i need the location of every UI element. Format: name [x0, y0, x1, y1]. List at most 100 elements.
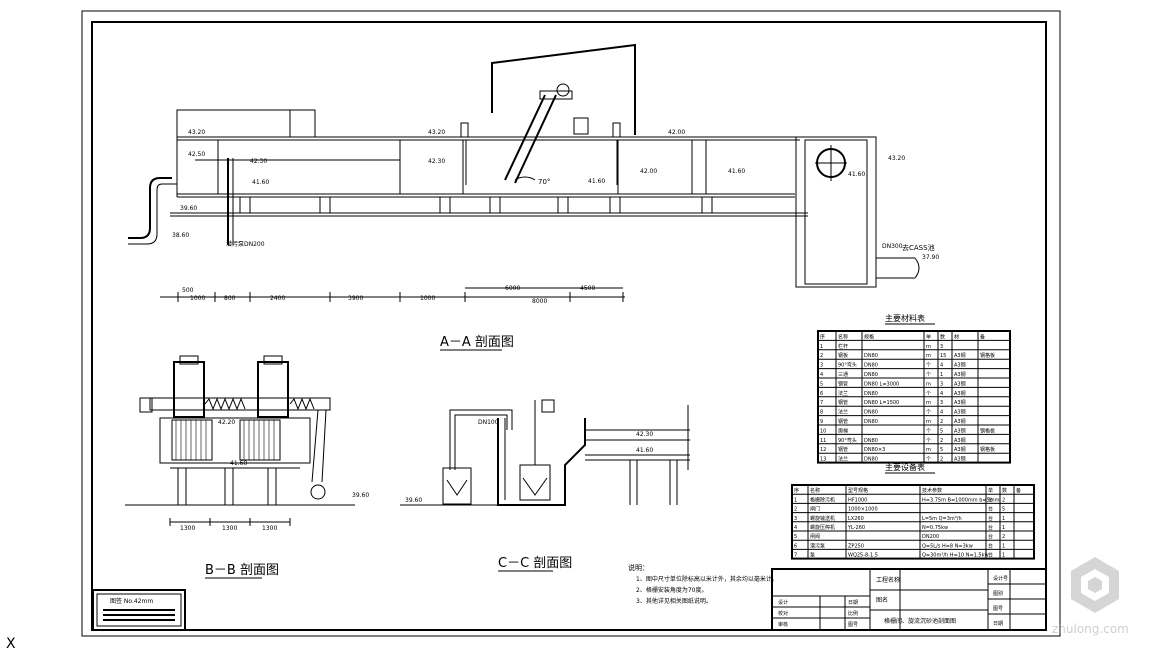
- note-2: 2、格栅安装角度为70度。: [636, 586, 707, 594]
- table-cell: DN80×3: [864, 447, 885, 453]
- table-cell: 12: [820, 447, 826, 453]
- aa-elev-mid-3: 42.00: [640, 168, 657, 175]
- table-cell: 潜污泵: [810, 542, 825, 549]
- table-cell: WQ25-8-1.5: [848, 553, 878, 559]
- aa-elev-water-1: 42.50: [188, 151, 205, 158]
- aa-dim-2: 1000: [190, 295, 205, 302]
- table-cell: DN80: [864, 438, 878, 444]
- aa-title: A－A 剖面图: [440, 335, 514, 350]
- table-cell: 2: [940, 419, 943, 425]
- table-cell: 闸门: [810, 506, 820, 513]
- table-cell: A3钢: [954, 409, 966, 416]
- table-cell: DN80: [864, 391, 878, 397]
- aa-elev-water-2: 42.30: [250, 158, 267, 165]
- table-cell: 钢管: [838, 418, 848, 425]
- table-cell: 闸阀: [810, 533, 820, 540]
- tb-left-3: 审核: [778, 621, 788, 628]
- aa-pipe-note: DN300: [882, 243, 903, 250]
- table-cell: m: [926, 447, 931, 453]
- aa-dim-3: 800: [224, 295, 236, 302]
- notes-title: 说明：: [628, 563, 649, 572]
- table-cell: A3钢: [954, 456, 966, 463]
- table-cell: 6: [820, 391, 823, 397]
- bb-dim-2: 1300: [222, 525, 237, 532]
- note-3: 3、其他详见相关图纸说明。: [636, 597, 712, 605]
- table-cell: A3钢: [954, 362, 966, 369]
- table-cell: 5: [820, 381, 823, 387]
- aa-dim-1: 500: [182, 287, 194, 294]
- table-cell: 法兰: [838, 390, 848, 397]
- table-cell: 个: [926, 438, 931, 444]
- table-cell: 5: [940, 428, 943, 434]
- watermark-text: zhulong.com: [1052, 622, 1129, 636]
- table-cell: 个: [926, 363, 931, 369]
- table-cell: 台: [988, 552, 993, 559]
- table-cell: A3钢: [954, 390, 966, 397]
- cc-elev-2: 41.60: [636, 447, 653, 454]
- table-cell: 台: [988, 496, 993, 503]
- table-cell: A3钢: [954, 380, 966, 387]
- table-header-cell: 序: [820, 333, 825, 340]
- aa-elev-39-60: 39.60: [180, 205, 197, 212]
- table-cell: 2: [940, 438, 943, 444]
- table-cell: DN80: [864, 372, 878, 378]
- aa-dim-8: 4500: [580, 285, 595, 292]
- table-header-cell: 序: [794, 487, 799, 494]
- table-cell: ZP250: [848, 543, 864, 549]
- table-cell: 台: [988, 533, 993, 540]
- table-cell: H=3.75m B=1000mm b=5mm: [922, 497, 1000, 503]
- table-cell: DN80: [864, 410, 878, 416]
- table-cell: 4: [794, 525, 797, 531]
- table-cell: 8: [820, 410, 823, 416]
- table-cell: L=5m Q=3m³/h: [922, 516, 962, 522]
- table-cell: 钢格板: [980, 352, 995, 359]
- table-cell: m: [926, 381, 931, 387]
- aa-elev-right-1: 42.00: [668, 129, 685, 136]
- table-cell: 7: [820, 400, 823, 406]
- aa-elev-out: 37.90: [922, 254, 939, 261]
- tb-right-3: 图号: [993, 606, 1003, 612]
- aa-elev-mid-4: 41.60: [588, 178, 605, 185]
- table-cell: DN80: [864, 363, 878, 369]
- table-cell: 个: [926, 428, 931, 434]
- aa-elev-right-3: 43.20: [888, 155, 905, 162]
- table-cell: 2: [1002, 497, 1005, 503]
- notes: 说明： 1、图中尺寸单位除标高以米计外，其余均以毫米计。 2、格栅安装角度为70…: [628, 563, 778, 605]
- aa-dim-5: 3900: [348, 295, 363, 302]
- table-cell: 钢管: [838, 380, 848, 387]
- aa-elev-right-4: 41.60: [848, 171, 865, 178]
- stamp-box: 图签 No.42mm: [92, 589, 186, 631]
- table-cell: 6: [794, 543, 797, 549]
- table-cell: 钢格板: [980, 446, 995, 453]
- table-cell: 个: [926, 410, 931, 416]
- table-cell: DN200: [922, 534, 939, 540]
- table-cell: 90°弯头: [838, 437, 857, 444]
- bb-dim-3: 1300: [262, 525, 277, 532]
- cc-elev-1: 42.30: [636, 431, 653, 438]
- table-header-cell: 材: [954, 333, 959, 340]
- table-cell: 1: [1002, 516, 1005, 522]
- table-cell: 7: [794, 553, 797, 559]
- table-header-cell: 型号规格: [848, 487, 868, 494]
- bb-title: B－B 剖面图: [205, 563, 279, 578]
- table-cell: 格栅除污机: [810, 496, 835, 503]
- table-cell: 1: [1002, 543, 1005, 549]
- aa-dim-4: 2400: [270, 295, 285, 302]
- aa-elev-41-60: 41.60: [252, 179, 269, 186]
- table-header-cell: 数: [940, 333, 945, 340]
- table-cell: 钢板: [838, 352, 848, 359]
- table-cell: 台: [988, 506, 993, 513]
- table-cell: 5: [940, 447, 943, 453]
- table-cell: 个: [926, 391, 931, 397]
- table-cell: DN80: [864, 353, 878, 359]
- table-cell: 个: [926, 372, 931, 378]
- inner-frame: [91, 21, 1047, 631]
- table-cell: DN80: [864, 457, 878, 463]
- table-cell: 4: [940, 410, 943, 416]
- table-cell: m: [926, 400, 931, 406]
- tb-project-label: 工程名称: [876, 576, 900, 584]
- table-header-cell: 规格: [864, 333, 874, 340]
- table-cell: 3: [820, 363, 823, 369]
